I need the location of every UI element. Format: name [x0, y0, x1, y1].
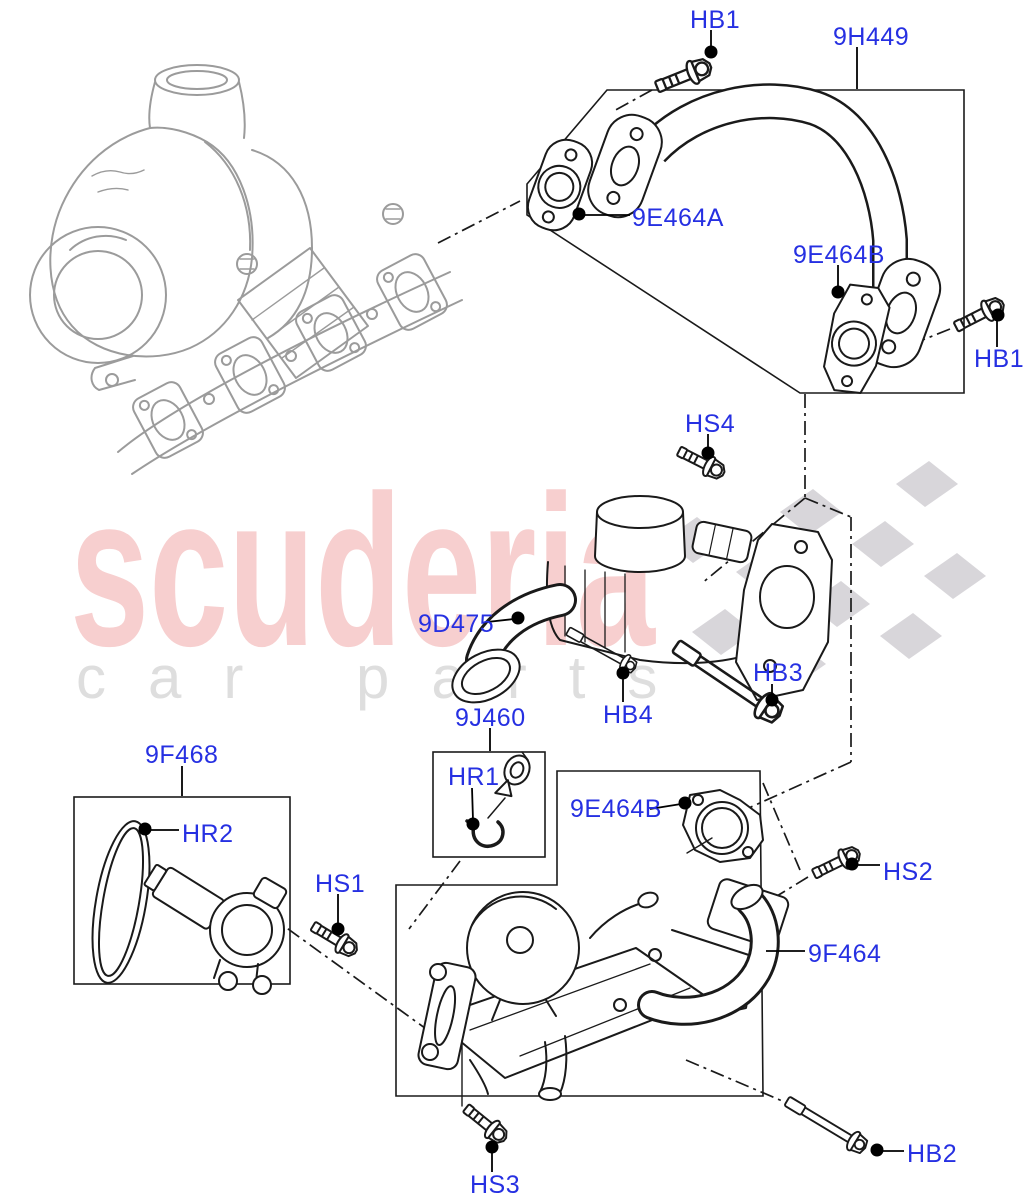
callout-dot-hb3 [765, 693, 779, 707]
part-label-9e464b-lower[interactable]: 9E464B [570, 795, 662, 823]
part-number-labels: HB1 9H449 9E464A 9E464B HB1 HS4 9D475 HB… [145, 6, 1024, 1199]
brand-watermark-text: scuderia [70, 450, 656, 691]
box-kit-9j460 [432, 751, 546, 858]
part-label-9e464a[interactable]: 9E464A [632, 204, 724, 232]
tagline-word-car: car [76, 644, 285, 711]
gasket-9e464b-upper-drawing [823, 283, 891, 394]
screw-hs3 [458, 1098, 513, 1149]
part-label-hb1-right[interactable]: HB1 [974, 345, 1024, 373]
sensor-kit-drawing [465, 751, 531, 848]
screw-hs1 [306, 915, 363, 962]
part-label-hb1-top[interactable]: HB1 [690, 6, 740, 34]
egr-tube-drawing [587, 83, 942, 369]
callout-dot-9e464b-lower [678, 796, 692, 810]
turbo-manifold-reference-art [29, 64, 463, 475]
part-label-hs1[interactable]: HS1 [315, 870, 365, 898]
callout-dot-hb2 [870, 1143, 884, 1157]
callout-dot-9e464a [572, 207, 586, 221]
callout-dot-hs3 [485, 1140, 499, 1154]
part-group-boxes [73, 89, 965, 1097]
part-label-9f464[interactable]: 9F464 [808, 940, 881, 968]
part-label-hs3[interactable]: HS3 [470, 1171, 520, 1199]
part-label-hs2[interactable]: HS2 [883, 858, 933, 886]
box-egr-cooler-9f464 [395, 770, 764, 1097]
callout-dot-hs2 [845, 857, 859, 871]
box-egr-tube-9h449 [526, 89, 965, 394]
brand-watermark: scuderia car parts [70, 450, 657, 711]
egr-valve-drawing [451, 495, 833, 704]
part-label-9h449[interactable]: 9H449 [833, 23, 909, 51]
part-label-hr1[interactable]: HR1 [448, 763, 500, 791]
part-label-9j460[interactable]: 9J460 [455, 704, 526, 732]
callout-dot-hr2 [138, 822, 152, 836]
part-label-hs4[interactable]: HS4 [685, 410, 735, 438]
part-label-9f468[interactable]: 9F468 [145, 741, 218, 769]
part-label-hb3[interactable]: HB3 [753, 659, 803, 687]
vacuum-valve-kit-drawing [91, 820, 288, 995]
part-label-hr2[interactable]: HR2 [182, 820, 234, 848]
part-label-hb4[interactable]: HB4 [603, 701, 653, 729]
gasket-9e464b-lower-drawing [682, 789, 764, 863]
callout-dot-hb4 [616, 666, 630, 680]
callout-dot-hr1 [466, 817, 480, 831]
callout-dot-hs1 [331, 922, 345, 936]
o-ring-drawing [91, 820, 151, 984]
box-kit-9f468 [73, 796, 291, 985]
callout-leaders [138, 30, 1005, 1172]
gasket-9e464a-drawing [526, 138, 594, 232]
part-label-9e464b-upper[interactable]: 9E464B [793, 241, 885, 269]
part-label-9d475[interactable]: 9D475 [418, 610, 494, 638]
callout-dot-hs4 [701, 446, 715, 460]
callout-dot-9d475 [511, 611, 525, 625]
retaining-clip-drawing [471, 820, 505, 848]
callout-dot-hb1-right [991, 308, 1005, 322]
bolt-hb1-top [651, 53, 716, 100]
callout-dot-9e464b-upper [831, 285, 845, 299]
screw-hs4 [673, 440, 730, 485]
bolt-hb2 [780, 1091, 872, 1158]
egr-cooler-assembly-drawing [417, 878, 790, 1107]
callout-dot-hb1-top [704, 45, 718, 59]
part-label-hb2[interactable]: HB2 [907, 1140, 957, 1168]
